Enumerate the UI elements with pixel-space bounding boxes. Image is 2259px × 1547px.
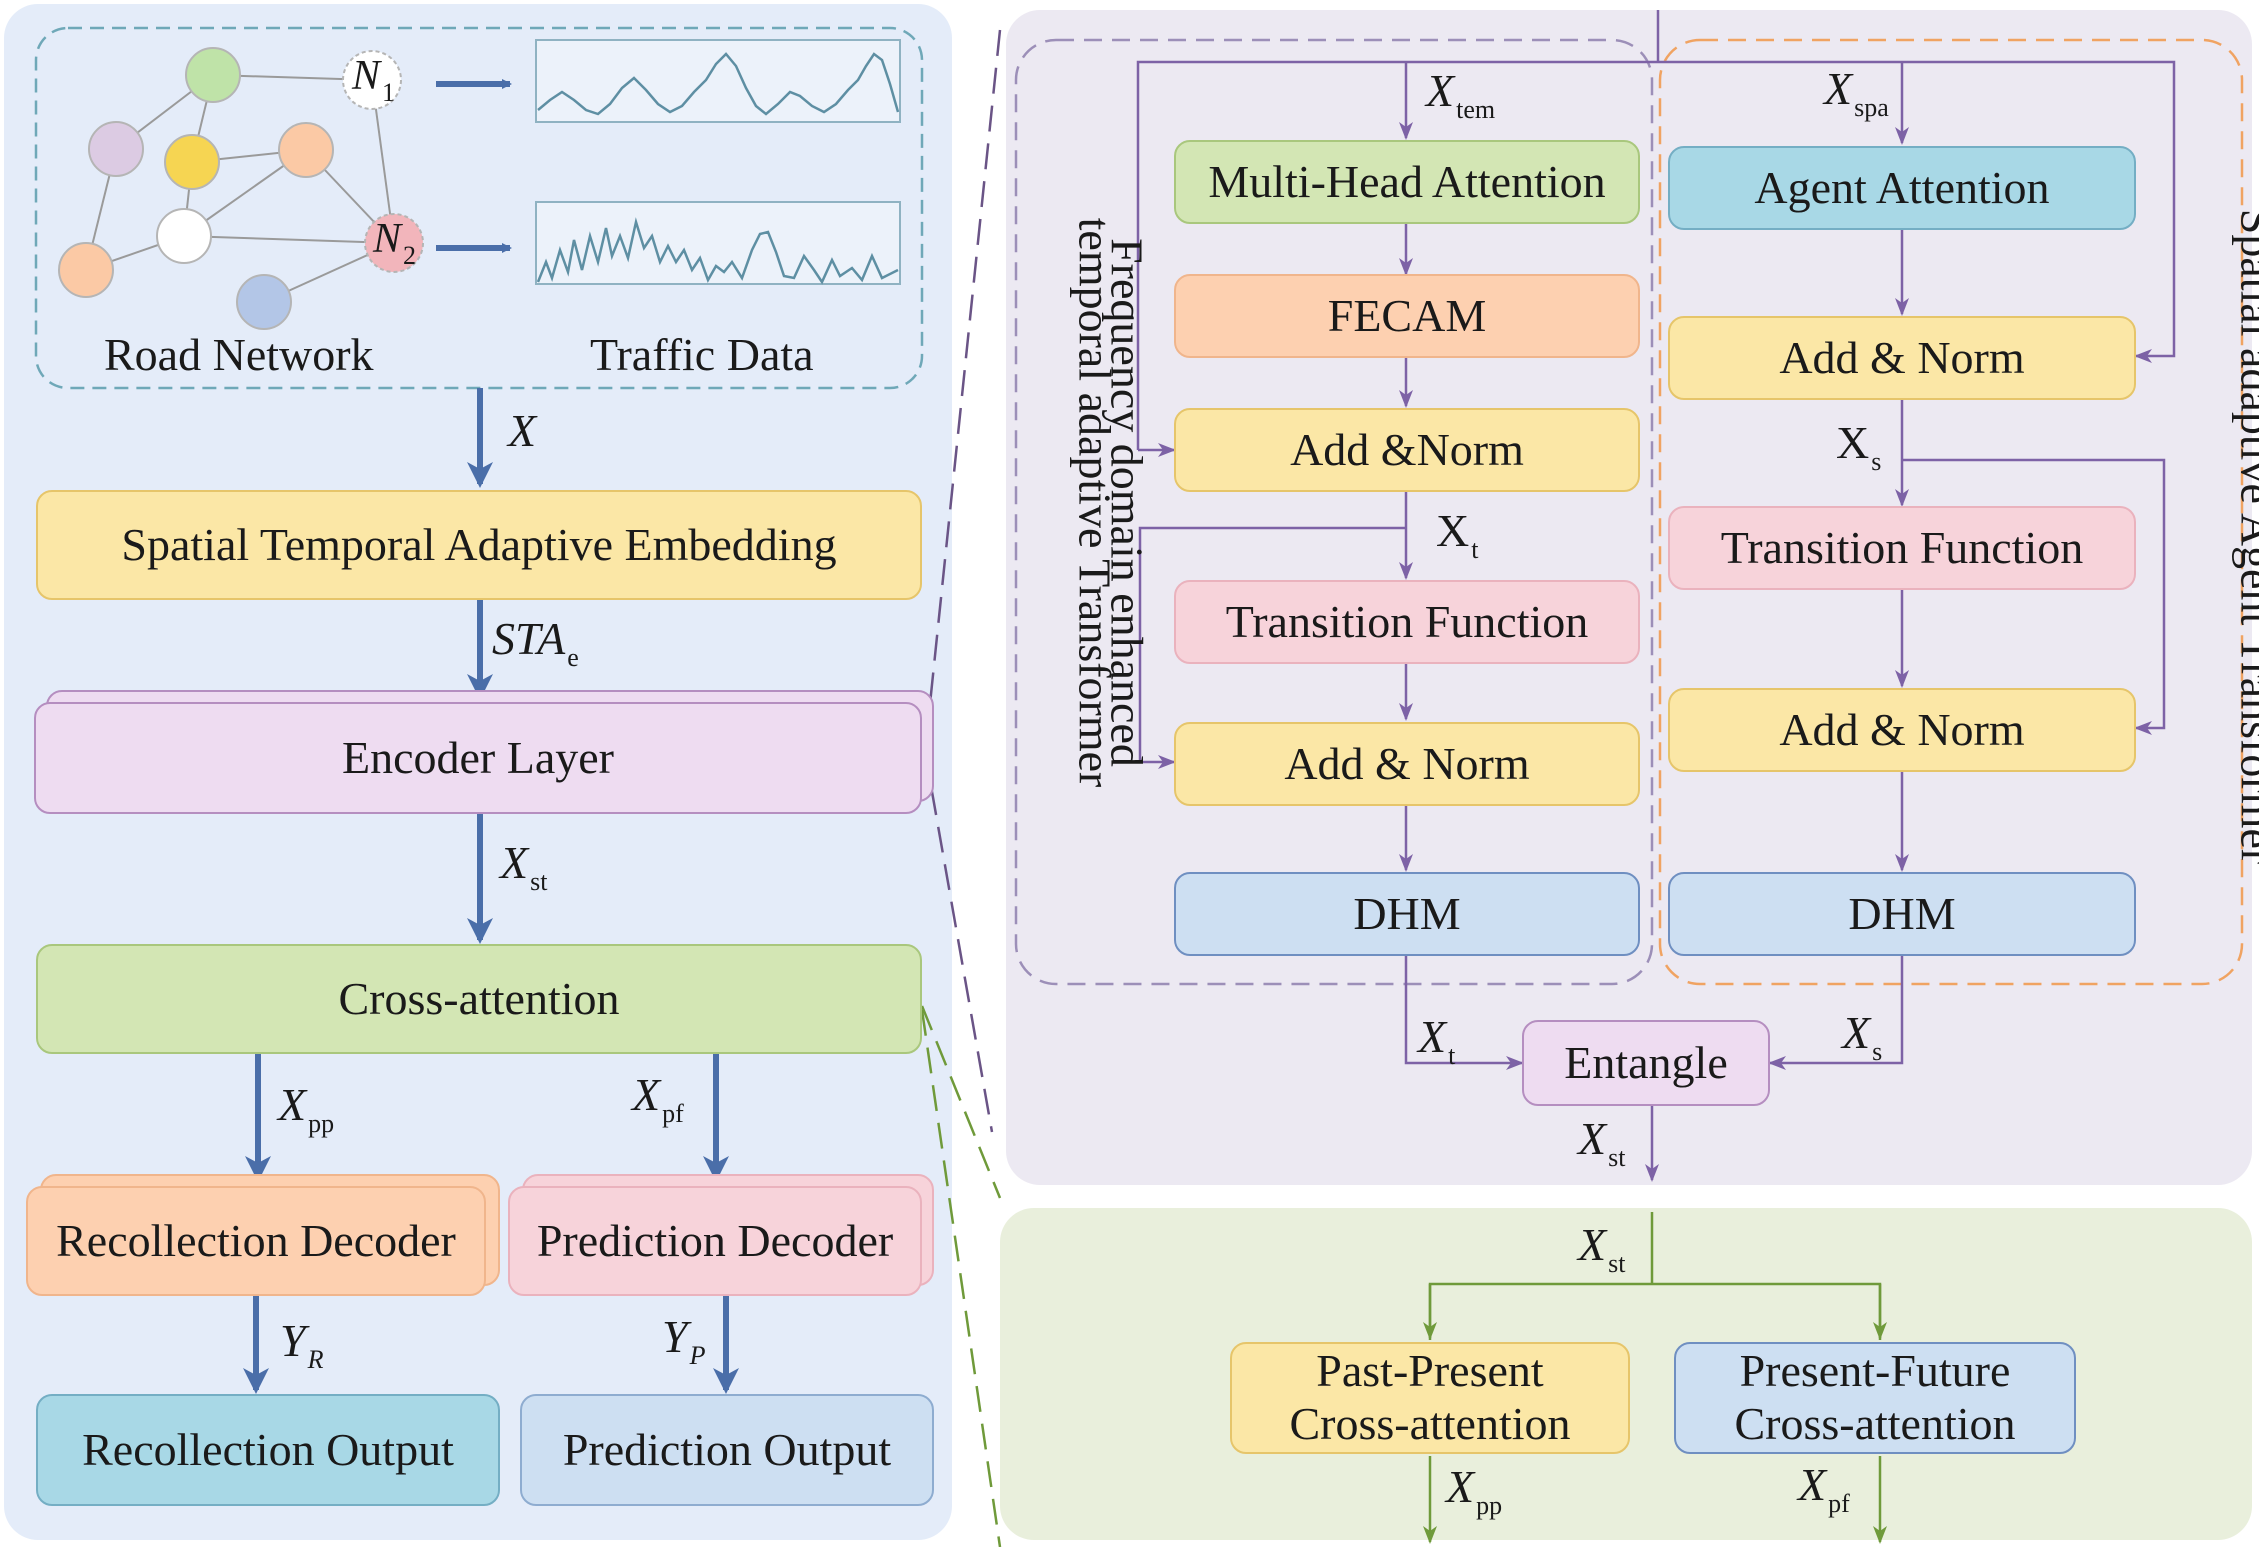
recollection-output-box: Recollection Output [36, 1394, 500, 1506]
xpf-label-left: Xpf [632, 1069, 684, 1128]
temporal-title-line2: temporal adaptive Transformer [1069, 217, 1121, 788]
road-network-label: Road Network [104, 329, 374, 380]
spatial-add-norm-2-box: Add & Norm [1668, 688, 2136, 772]
entangle-xst-label: Xst [1578, 1113, 1626, 1172]
entangle-xt-label: Xt [1418, 1011, 1456, 1070]
cross-xpf-label: Xpf [1798, 1459, 1850, 1518]
temporal-transition-function-box: Transition Function [1174, 580, 1640, 664]
past-present-line1: Past-Present [1316, 1345, 1544, 1397]
spatial-title: Spatial adaptive Agent Transformer [2231, 208, 2259, 865]
yp-label: YP [662, 1311, 706, 1370]
recollection-decoder-box: Recollection Decoder [26, 1186, 486, 1296]
cross-attention-box: Cross-attention [36, 944, 922, 1054]
prediction-decoder-box: Prediction Decoder [508, 1186, 922, 1296]
temporal-frame [1014, 38, 1654, 986]
road-network-nodes [58, 47, 424, 330]
agent-attention-box: Agent Attention [1668, 146, 2136, 230]
node-n1-label: N1 [352, 53, 396, 107]
road-network-graph [85, 74, 395, 303]
spatial-frame [1658, 38, 2244, 986]
yr-label: YR [280, 1315, 324, 1374]
xst-label-left: Xst [500, 837, 548, 896]
present-future-line2: Cross-attention [1734, 1398, 2016, 1449]
past-present-cross-attention-box: Past-Present Cross-attention [1230, 1342, 1630, 1454]
cross-xst-label: Xst [1578, 1219, 1626, 1278]
temporal-add-norm-1-box: Add &Norm [1174, 408, 1640, 492]
prediction-output-box: Prediction Output [520, 1394, 934, 1506]
cross-xpp-label: Xpp [1446, 1461, 1503, 1520]
entangle-box: Entangle [1522, 1020, 1770, 1106]
past-present-line2: Cross-attention [1289, 1398, 1571, 1449]
traffic-wave-2 [536, 217, 899, 285]
spatial-add-norm-1-box: Add & Norm [1668, 316, 2136, 400]
entangle-xs-label: Xs [1842, 1007, 1883, 1066]
present-future-line1: Present-Future [1739, 1345, 2011, 1397]
spatial-dhm-box: DHM [1668, 872, 2136, 956]
traffic-chart-2 [535, 201, 901, 285]
multi-head-attention-box: Multi-Head Attention [1174, 140, 1640, 224]
temporal-dhm-box: DHM [1174, 872, 1640, 956]
node-n2-label: N2 [373, 216, 417, 270]
sta-label: STAe [492, 613, 579, 672]
traffic-wave-1 [537, 52, 900, 116]
spatial-temporal-embedding-box: Spatial Temporal Adaptive Embedding [36, 490, 922, 600]
xt-hat-label: Xt [1436, 505, 1479, 564]
xspa-label: Xspa [1824, 63, 1889, 122]
traffic-chart-1 [535, 39, 901, 123]
input-x-label: X [508, 405, 537, 456]
xtem-label: Xtem [1426, 65, 1496, 124]
spatial-transition-function-box: Transition Function [1668, 506, 2136, 590]
traffic-data-label: Traffic Data [590, 329, 814, 380]
present-future-cross-attention-box: Present-Future Cross-attention [1674, 1342, 2076, 1454]
xs-hat-label: Xs [1836, 417, 1882, 476]
xpp-label-left: Xpp [278, 1079, 335, 1138]
encoder-layer-box: Encoder Layer [34, 702, 922, 814]
fecam-box: FECAM [1174, 274, 1640, 358]
temporal-add-norm-2-box: Add & Norm [1174, 722, 1640, 806]
